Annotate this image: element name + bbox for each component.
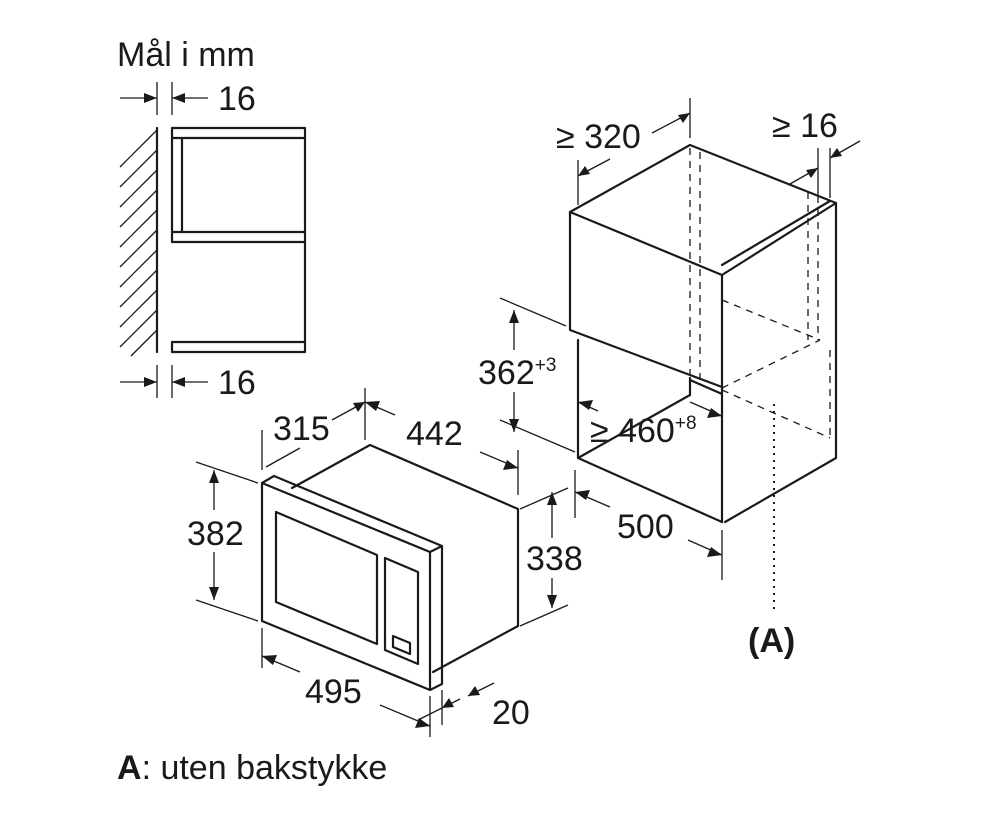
cabinet-depth-label: 500 <box>617 508 674 546</box>
top-gap-label: 16 <box>218 80 256 118</box>
microwave: 315 442 382 338 495 <box>187 388 583 737</box>
cabinet-niche <box>576 338 724 524</box>
bottom-gap-label: 16 <box>218 364 256 402</box>
height-label: 338 <box>526 540 583 578</box>
niche-width-value: ≥ 460 <box>590 412 675 450</box>
microwave-door-window <box>274 510 379 646</box>
footnote-key: A <box>117 749 142 787</box>
frame-height-label: 382 <box>187 515 244 553</box>
cabinet-right-side <box>720 201 838 524</box>
side-view: 16 16 <box>119 80 307 402</box>
microwave-display <box>391 634 412 656</box>
rear-panel-marker: (A) <box>748 622 795 660</box>
cabinet: (A) ≥ 320 ≥ 16 362+3 ≥ 460+8 <box>478 98 861 660</box>
width-label: 442 <box>406 415 463 453</box>
footnote-text: : uten bakstykke <box>142 749 388 787</box>
niche-height-value: 362 <box>478 354 535 392</box>
side-gap-label: ≥ 16 <box>772 107 838 145</box>
cabinet-section-upper <box>170 126 307 244</box>
depth-label: 315 <box>273 410 330 448</box>
niche-width-label: ≥ 460+8 <box>590 412 697 450</box>
diagram-title: Mål i mm <box>117 36 255 74</box>
microwave-control-panel <box>383 556 420 666</box>
frame-depth-label: 20 <box>492 694 530 732</box>
footnote: A: uten bakstykke <box>117 749 387 787</box>
cabinet-upper-front <box>568 210 724 389</box>
niche-width-tolerance: +8 <box>675 413 697 434</box>
microwave-frame <box>260 474 444 692</box>
cabinet-top <box>568 143 838 277</box>
niche-height-label: 362+3 <box>478 354 556 392</box>
min-depth-label: ≥ 320 <box>556 118 641 156</box>
microwave-body <box>290 443 520 674</box>
wall-hatching <box>119 126 159 357</box>
niche-height-tolerance: +3 <box>535 355 557 376</box>
cabinet-section-lower <box>170 240 307 354</box>
frame-width-label: 495 <box>305 673 362 711</box>
